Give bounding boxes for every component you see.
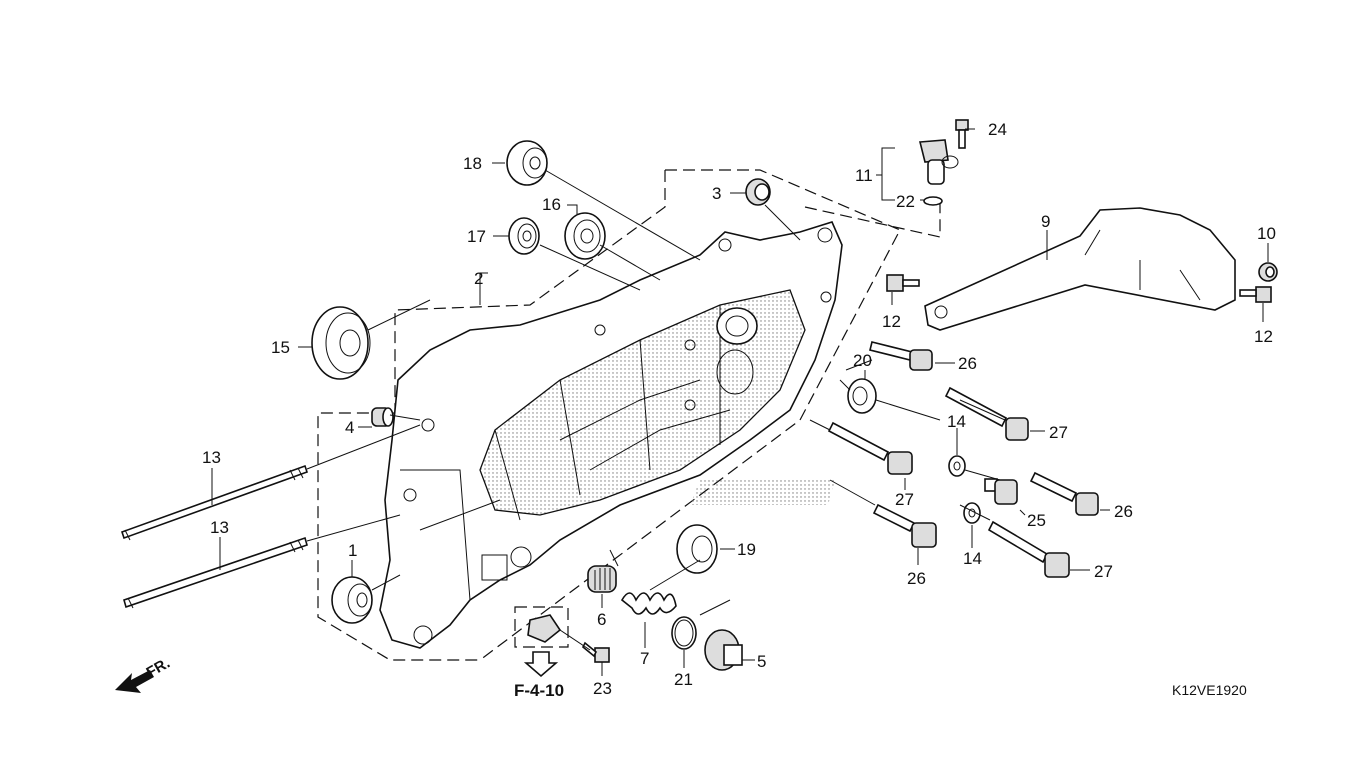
stud-bolt-13-lower[interactable] <box>123 536 308 609</box>
callout-6: 6 <box>597 610 606 629</box>
callout-14-top: 14 <box>947 412 966 431</box>
oil-seal-19[interactable] <box>676 524 718 574</box>
bearing-1[interactable] <box>331 576 373 624</box>
bolt-12-left[interactable] <box>886 274 920 292</box>
callout-13-upper: 13 <box>202 448 221 467</box>
spring-7[interactable] <box>620 592 677 615</box>
callout-14-bottom: 14 <box>963 549 982 568</box>
diagram-code: K12VE1920 <box>1172 682 1247 698</box>
callout-26-right: 26 <box>1114 502 1133 521</box>
sensor-11[interactable] <box>918 139 959 185</box>
leader-lines <box>211 128 1269 676</box>
callout-26-top: 26 <box>958 354 977 373</box>
bolt-25[interactable] <box>984 478 1018 505</box>
callout-12-right: 12 <box>1254 327 1273 346</box>
callout-9: 9 <box>1041 212 1050 231</box>
bolt-26-top[interactable] <box>869 341 933 371</box>
callout-25: 25 <box>1027 511 1046 530</box>
bolt-24[interactable] <box>955 119 969 149</box>
callout-23: 23 <box>593 679 612 698</box>
bushing-3[interactable] <box>745 178 771 206</box>
callout-4: 4 <box>345 418 354 437</box>
dowel-pin-4[interactable] <box>371 407 394 427</box>
bolt-26-bottom[interactable] <box>872 503 937 548</box>
callout-labels: 18 3 16 17 2 15 4 13 13 1 24 11 22 9 10 … <box>202 120 1276 698</box>
clamp-bracket[interactable] <box>514 606 591 651</box>
bolt-26-right[interactable] <box>1029 471 1099 516</box>
washer-14-top[interactable] <box>948 455 966 477</box>
bearing-18[interactable] <box>506 140 548 186</box>
callout-2: 2 <box>474 269 483 288</box>
stud-bolt-13-upper[interactable] <box>120 464 309 541</box>
callout-15: 15 <box>271 338 290 357</box>
callout-27-bottom: 27 <box>1094 562 1113 581</box>
bolt-27-middle[interactable] <box>827 421 913 475</box>
bolt-23[interactable] <box>581 641 610 663</box>
drain-plug-5[interactable] <box>704 629 743 671</box>
bolt-27-bottom[interactable] <box>987 520 1070 578</box>
callout-19: 19 <box>737 540 756 559</box>
callout-22: 22 <box>896 192 915 211</box>
bearing-17[interactable] <box>508 217 540 255</box>
callout-27-top: 27 <box>1049 423 1068 442</box>
o-ring-21[interactable] <box>671 616 697 650</box>
callout-21: 21 <box>674 670 693 689</box>
callout-26-bottom: 26 <box>907 569 926 588</box>
callout-11: 11 <box>855 166 873 185</box>
callout-27-middle: 27 <box>895 490 914 509</box>
callout-10: 10 <box>1257 224 1276 243</box>
front-direction-arrow <box>115 670 154 693</box>
o-ring-22[interactable] <box>923 196 943 206</box>
callout-1: 1 <box>348 541 357 560</box>
reference-label: F-4-10 <box>514 681 564 700</box>
bearing-16[interactable] <box>564 212 606 260</box>
strainer-6[interactable] <box>587 565 617 593</box>
callout-5: 5 <box>757 652 766 671</box>
callout-24: 24 <box>988 120 1007 139</box>
left-crankcase[interactable] <box>379 221 843 649</box>
callout-16: 16 <box>542 195 561 214</box>
callout-13-lower: 13 <box>210 518 229 537</box>
callout-17: 17 <box>467 227 486 246</box>
bolt-12-right[interactable] <box>1239 286 1272 303</box>
callout-7: 7 <box>640 649 649 668</box>
callout-18: 18 <box>463 154 482 173</box>
cover-9[interactable] <box>924 207 1236 331</box>
collar-20[interactable] <box>847 378 877 414</box>
reference-arrow <box>523 651 559 678</box>
washer-14-bottom[interactable] <box>963 502 981 524</box>
callout-3: 3 <box>712 184 721 203</box>
callout-12-left: 12 <box>882 312 901 331</box>
oil-seal-15[interactable] <box>311 306 371 380</box>
callout-20: 20 <box>853 351 872 370</box>
grommet-10[interactable] <box>1258 262 1278 282</box>
